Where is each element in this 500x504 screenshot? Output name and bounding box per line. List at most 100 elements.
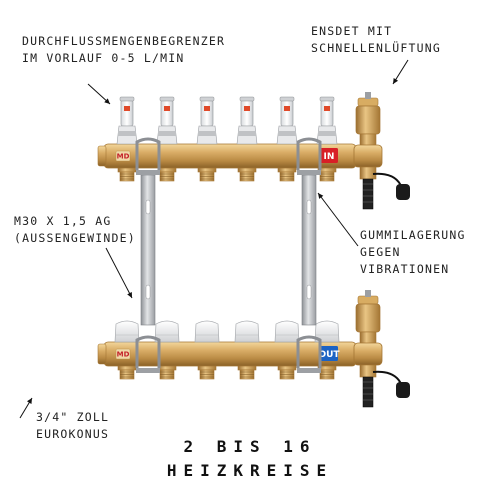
valve-cap [314,320,340,343]
flow-meter-top [119,96,135,102]
vent-label-line1: ENSDET MIT [311,24,393,38]
bracket-bar [301,174,317,326]
bracket-slot [306,199,312,215]
out-tag [320,346,338,361]
thread-label: M30 X 1,5 AG (AUSSENGEWINDE) [14,213,136,247]
flow-meter-indicator [244,106,250,111]
arrow-eurocone-head [26,398,32,404]
rubber-mount-label-line2: GEGEN [360,245,401,259]
vent-label: ENSDET MIT SCHNELLENLÜFTUNG [311,23,441,57]
logo-text: MD [117,351,130,359]
drain-valve [362,178,374,210]
flow-limiter-label-line1: DURCHFLUSSMENGENBEGRENZER [22,34,226,48]
bracket-foot [136,368,160,373]
flow-meter-indicator [324,106,330,111]
flow-meter-ring [318,131,336,136]
flow-limiter-label-line2: IM VORLAUF 0-5 L/MIN [22,51,185,65]
arrow-rubber-mount-head [318,193,324,199]
thread-label-line2: (AUSSENGEWINDE) [14,231,136,245]
vent-pin [365,92,371,99]
flow-meter-top [319,96,335,102]
flow-meter-glass [320,99,334,127]
flow-meter-top [199,96,215,102]
rubber-mount-label-line1: GUMMILAGERUNG [360,228,466,242]
flow-limiter-label: DURCHFLUSSMENGENBEGRENZER IM VORLAUF 0-5… [22,33,225,67]
bracket-clamp [135,137,161,170]
eurocone-label-line1: 3/4" ZOLL [36,410,110,424]
flow-meter-ring [198,131,216,136]
flow-meter-ring [118,131,136,136]
bracket-slot [145,284,151,300]
flow-meter-indicator [124,106,130,111]
valve-cap [154,320,180,343]
valve-cap [274,320,300,343]
eurocone-label-line2: EUROKONUS [36,427,110,441]
flow-meter-glass [120,99,134,127]
eurocone-label: 3/4" ZOLL EUROKONUS [36,409,109,443]
arrow-thread-line [105,247,133,299]
drain-handle [396,382,410,398]
supply-manifold: MD IN [97,92,410,210]
bracket-foot [297,170,321,175]
bracket-foot [297,368,321,373]
rubber-mount-label: GUMMILAGERUNG GEGEN VIBRATIONEN [360,227,466,278]
logo-text: MD [117,153,130,161]
thread-label-line1: M30 X 1,5 AG [14,214,112,228]
bracket-slot [145,199,151,215]
arrow-flow-limiter-head [104,98,110,104]
title-line1: 2 BIS 16 [183,437,317,456]
manifold-bar [103,143,357,169]
out-tag-text: OUT [318,350,340,360]
flow-meter-ring [238,131,256,136]
vent-body [355,105,381,135]
end-cap-left [97,343,107,365]
arrow-rubber-mount-line [317,192,359,247]
logo-badge [115,150,131,162]
end-fitting [353,342,383,366]
drain-handle [396,184,410,200]
flow-meter-ring [278,131,296,136]
vent-pin [365,290,371,297]
flow-meter-indicator [204,106,210,111]
flow-meter-indicator [164,106,170,111]
valve-cap [234,320,260,343]
drain-valve [362,376,374,408]
in-tag [320,148,338,163]
flow-meter-ring [158,131,176,136]
flow-meter-indicator [284,106,290,111]
flow-meter-top [159,96,175,102]
mounting-brackets [135,137,322,373]
end-cap-left [97,145,107,167]
flow-meter-glass [280,99,294,127]
logo-badge [115,348,131,360]
vent-top [357,97,379,107]
bracket-bar [140,174,156,326]
vent-top [357,295,379,305]
in-tag-text: IN [324,152,335,162]
rubber-mount-label-line3: VIBRATIONEN [360,262,450,276]
flow-meter-glass [240,99,254,127]
bracket-foot [136,170,160,175]
end-fitting [353,144,383,168]
flow-meter-top [239,96,255,102]
bracket-clamp [296,335,322,368]
vent-neck [359,133,377,147]
bracket-slot [306,284,312,300]
valve-cap [194,320,220,343]
bracket-clamp [296,137,322,170]
vent-neck [359,331,377,345]
flow-meter-glass [160,99,174,127]
title-line2: HEIZKREISE [166,461,334,480]
flow-meter-top [279,96,295,102]
bracket-clamp [135,335,161,368]
annotation-arrows [19,59,409,419]
return-manifold: MD OUT [97,290,410,408]
arrow-thread-head [127,292,132,298]
valve-cap [114,320,140,343]
vent-body [355,303,381,333]
arrow-vent-head [393,78,399,84]
flow-meter-glass [200,99,214,127]
vent-label-line2: SCHNELLENLÜFTUNG [311,41,441,55]
